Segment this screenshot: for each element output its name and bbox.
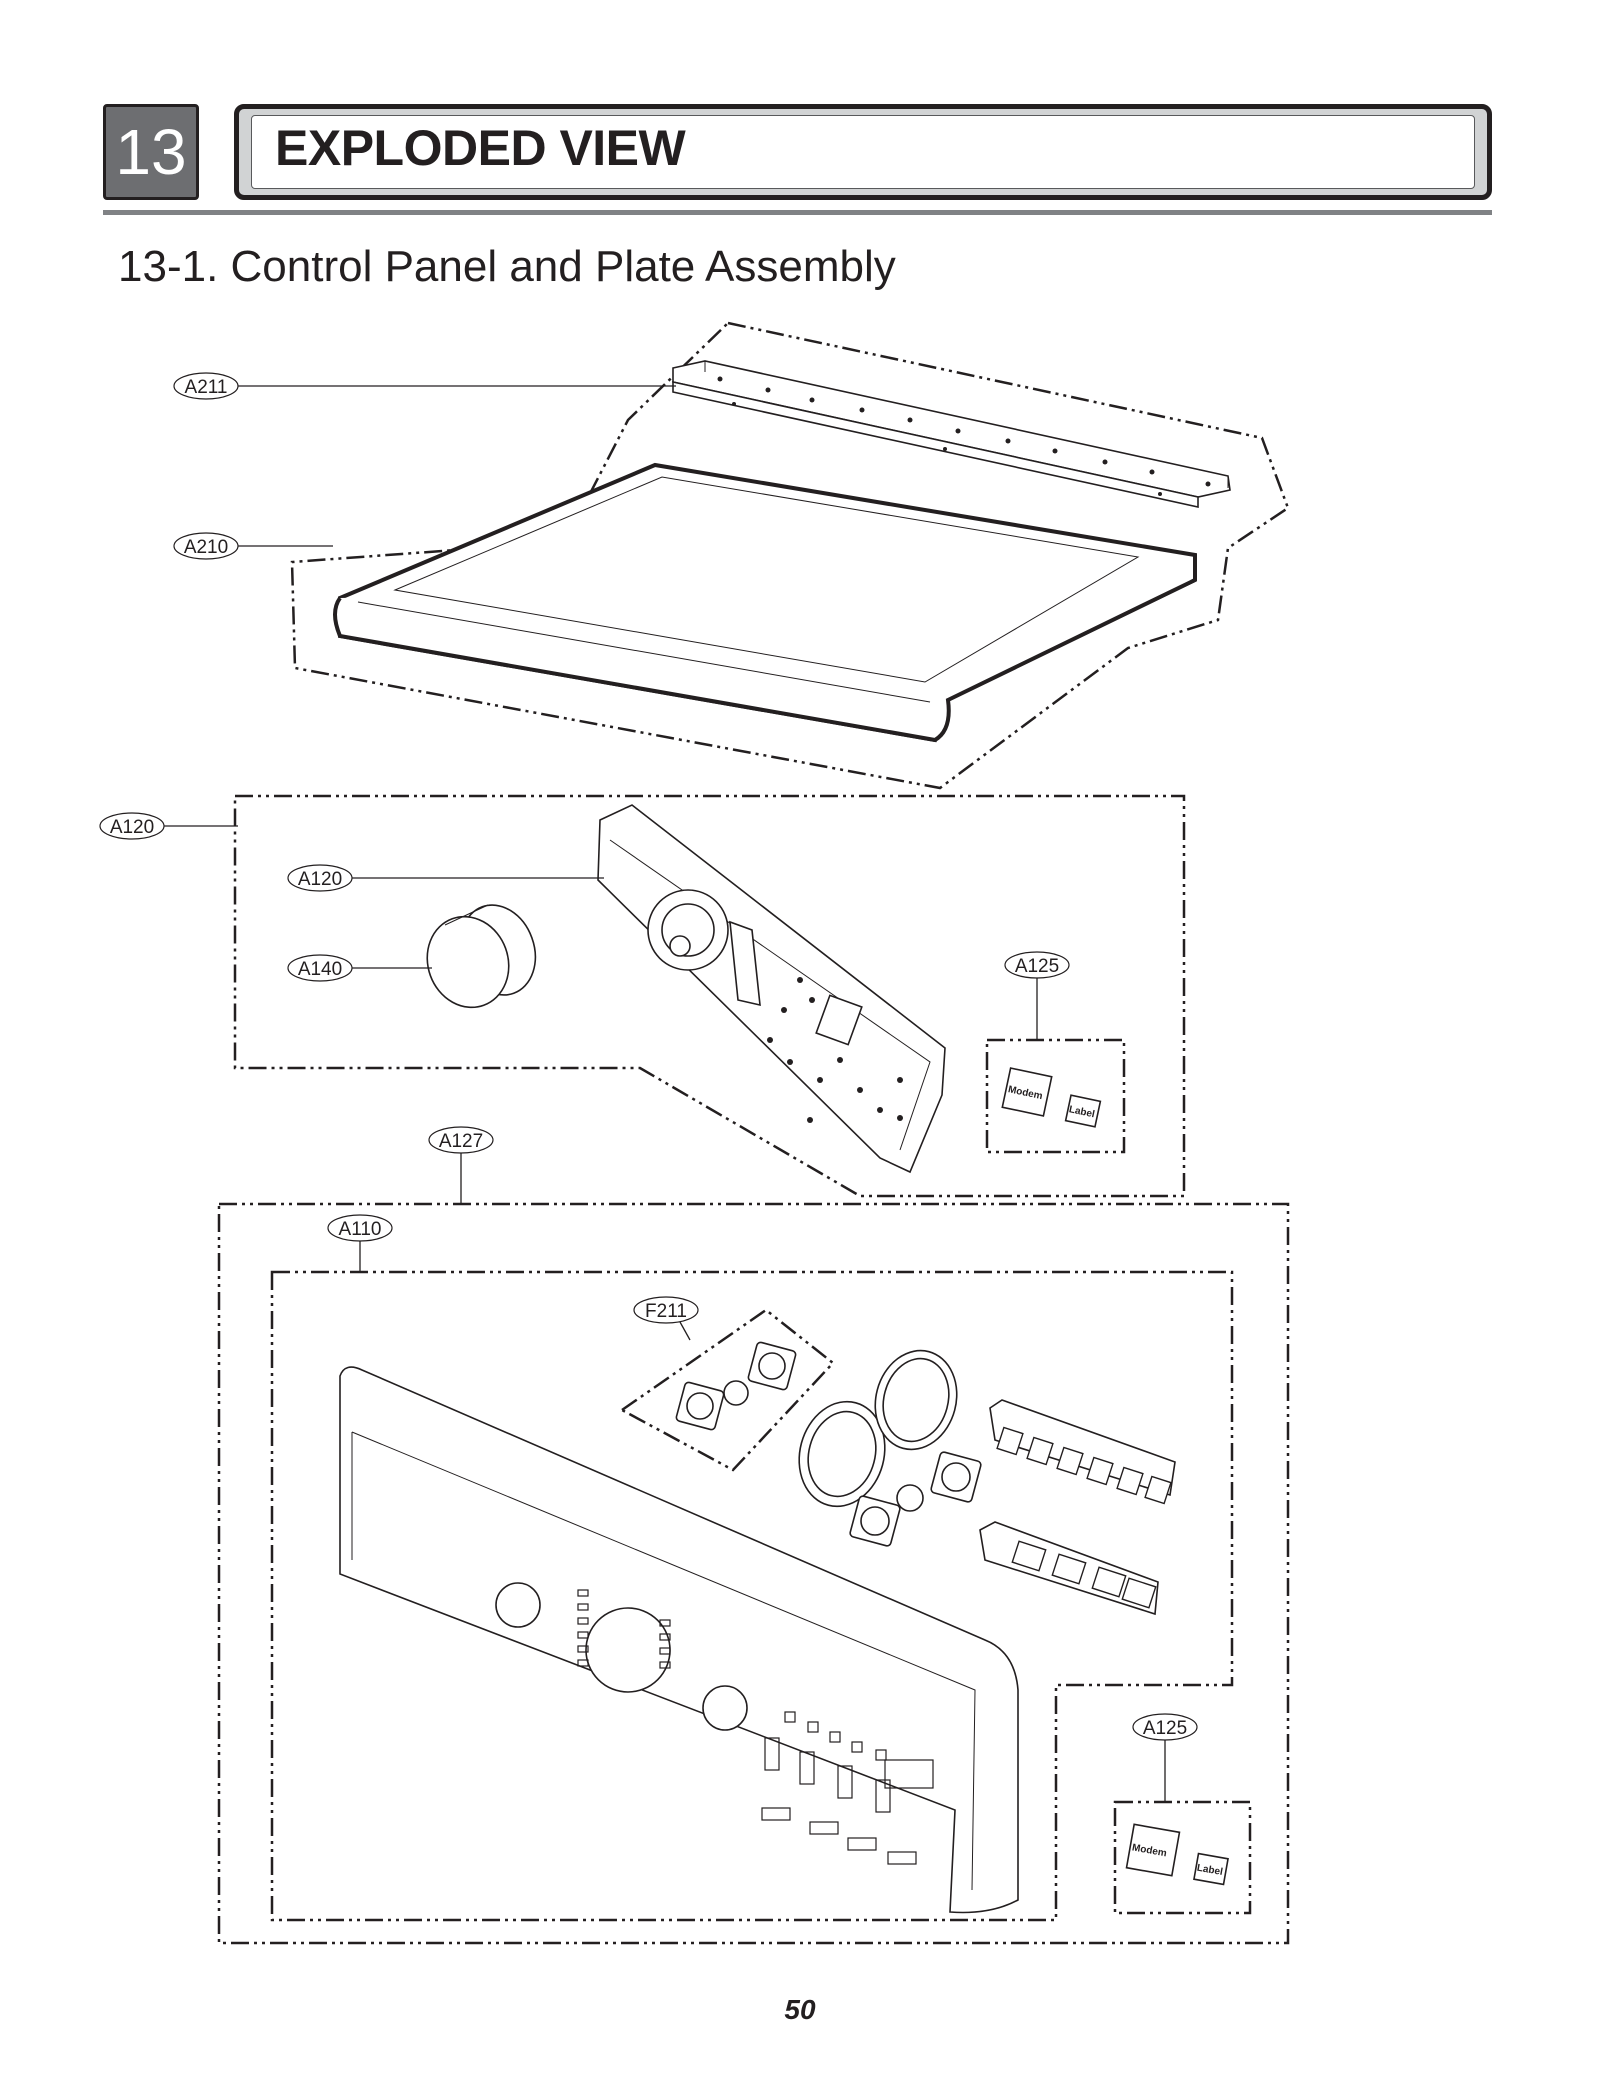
svg-text:A120: A120: [298, 869, 342, 890]
buttons-f211: [675, 1341, 797, 1431]
bracket-a211: [672, 360, 1231, 508]
callout-a211: A211: [173, 372, 239, 400]
svg-text:A211: A211: [185, 377, 228, 398]
svg-text:A127: A127: [439, 1131, 483, 1152]
sticker-label-upper: Label: [1068, 1104, 1096, 1120]
callout-a120-inner: A120: [287, 864, 353, 892]
svg-text:A140: A140: [298, 959, 342, 980]
header-rule: [103, 210, 1492, 215]
stickers-lower-boundary: [1113, 1800, 1252, 1915]
front-panel-inner-boundary: [270, 1270, 1234, 1922]
svg-text:A125: A125: [1143, 1718, 1187, 1739]
callout-a120-outer: A120: [99, 812, 165, 840]
subsection-title: 13-1. Control Panel and Plate Assembly: [118, 242, 896, 291]
callout-a210: A210: [173, 532, 239, 560]
front-panel-group: Modem Label: [217, 1153, 1290, 1945]
svg-text:A210: A210: [184, 537, 228, 558]
sticker-label-lower: Label: [1196, 1863, 1224, 1878]
knob-a140: [426, 904, 537, 1009]
callout-a127: A127: [428, 1126, 494, 1154]
front-panel-a110: [339, 1366, 1019, 1914]
callout-f211: F211: [633, 1296, 699, 1324]
svg-text:A120: A120: [110, 817, 154, 838]
svg-text:A125: A125: [1015, 956, 1059, 977]
callout-a140: A140: [287, 954, 353, 982]
callout-a125-upper: A125: [1004, 951, 1070, 979]
callout-a110: A110: [327, 1214, 393, 1242]
top-plate-a210: [333, 462, 1197, 743]
control-panel-group: Modem Label: [164, 794, 1186, 1198]
stickers-upper: Modem Label: [1001, 1067, 1102, 1128]
section-title: EXPLODED VIEW: [275, 120, 686, 176]
front-panel-outer-boundary: [217, 1202, 1290, 1945]
leader-f211: [679, 1321, 691, 1341]
svg-text:A110: A110: [339, 1219, 382, 1240]
callout-a125-lower: A125: [1132, 1713, 1198, 1741]
section-title-box: EXPLODED VIEW: [234, 104, 1492, 200]
stickers-upper-boundary: [985, 1038, 1126, 1154]
section-title-inner: [251, 115, 1475, 189]
svg-text:F211: F211: [645, 1301, 687, 1322]
control-panel-boundary: [233, 794, 1186, 1198]
top-plate-group: [238, 321, 1290, 790]
control-rings: [798, 1349, 982, 1547]
pcb-a120: [597, 804, 946, 1174]
stickers-lower: Modem Label: [1125, 1823, 1229, 1886]
page-number: 50: [784, 1994, 816, 2025]
section-number-badge: 13: [103, 104, 199, 200]
button-strips: [979, 1399, 1176, 1616]
callouts: A211 A210 A120 A120 A140 A125 A127 A110: [99, 372, 1198, 1741]
